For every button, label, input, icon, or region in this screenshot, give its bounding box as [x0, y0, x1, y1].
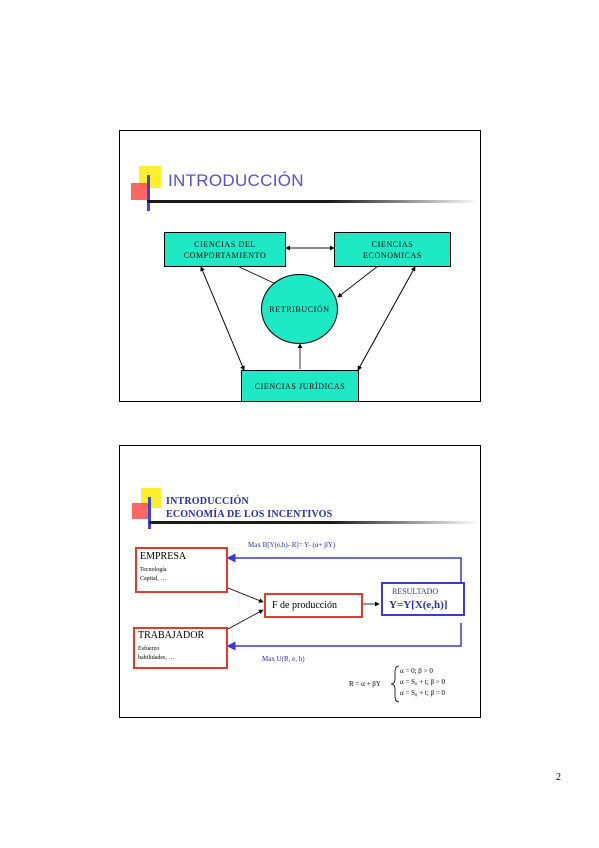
box-empresa: EMPRESA Tecnología Capital, … [135, 547, 228, 593]
slide-title-line1: INTRODUCCIÓN [166, 496, 249, 507]
relationship-arrows [200, 245, 416, 371]
case-3: α = S₀ + t; β = 0 [400, 689, 446, 697]
box-label-line2: COMPORTAMIENTO [183, 250, 267, 260]
produccion-label: F de producción [272, 600, 337, 611]
empresa-line2: Capital, … [140, 576, 167, 582]
box-trabajador: TRABAJADOR Esfuerzo habilidades, … [133, 627, 228, 669]
empresa-line1: Tecnología [140, 567, 167, 573]
box-ciencias-juridicas: CIENCIAS JURÍDICAS [241, 370, 359, 401]
box-resultado: RESULTADO Y=Y[X(e,h)] [381, 582, 465, 616]
box-f-produccion: F de producción [264, 593, 363, 618]
trabajador-line1: Esfuerzo [138, 646, 160, 652]
decor-yellow-square [139, 166, 161, 188]
cases-brace [390, 665, 400, 703]
title-underline [147, 200, 479, 203]
slide-introduccion: INTRODUCCIÓN CIENCIAS DEL COMPORTAMIENTO… [119, 130, 481, 402]
decor-red-square [132, 503, 148, 519]
resultado-formula: Y=Y[X(e,h)] [389, 599, 448, 611]
retribution-lhs: R = α + βY [349, 680, 381, 688]
box-ciencias-comportamiento: CIENCIAS DEL COMPORTAMIENTO [164, 232, 286, 267]
box-ciencias-economicas: CIENCIAS ECONOMICAS [334, 232, 451, 267]
box-label-line1: CIENCIAS [371, 239, 414, 249]
box-label-line1: CIENCIAS DEL [194, 239, 256, 249]
decor-red-square [131, 183, 148, 200]
resultado-label: RESULTADO [392, 587, 439, 596]
max-u-formula: Max U(R, e, h) [262, 655, 305, 663]
circle-retribucion: RETRIBUCIÓN [261, 274, 338, 344]
case-2: α = S₀ + t; β > 0 [400, 678, 446, 686]
max-b-formula: Max B[Y(e,h)- R]= Y- (α+ βY) [248, 541, 336, 549]
trabajador-line2: habilidades, … [138, 655, 175, 661]
box-label-line2: ECONOMICAS [363, 250, 422, 260]
empresa-title: EMPRESA [140, 551, 187, 562]
box-label: CIENCIAS JURÍDICAS [254, 382, 346, 391]
case-1: α = 0; β > 0 [400, 667, 433, 675]
slide-economia-incentivos: INTRODUCCIÓN ECONOMÍA DE LOS INCENTIVOS … [119, 445, 481, 718]
decor-blue-bar [148, 497, 151, 529]
decor-blue-bar [147, 175, 150, 211]
flow-arrows [226, 553, 462, 651]
slide-title-line2: ECONOMÍA DE LOS INCENTIVOS [166, 509, 333, 520]
trabajador-title: TRABAJADOR [138, 630, 205, 641]
circle-label: RETRIBUCIÓN [269, 304, 330, 314]
slide-title: INTRODUCCIÓN [168, 171, 304, 190]
title-underline [149, 521, 479, 524]
page-number: 2 [556, 772, 561, 783]
